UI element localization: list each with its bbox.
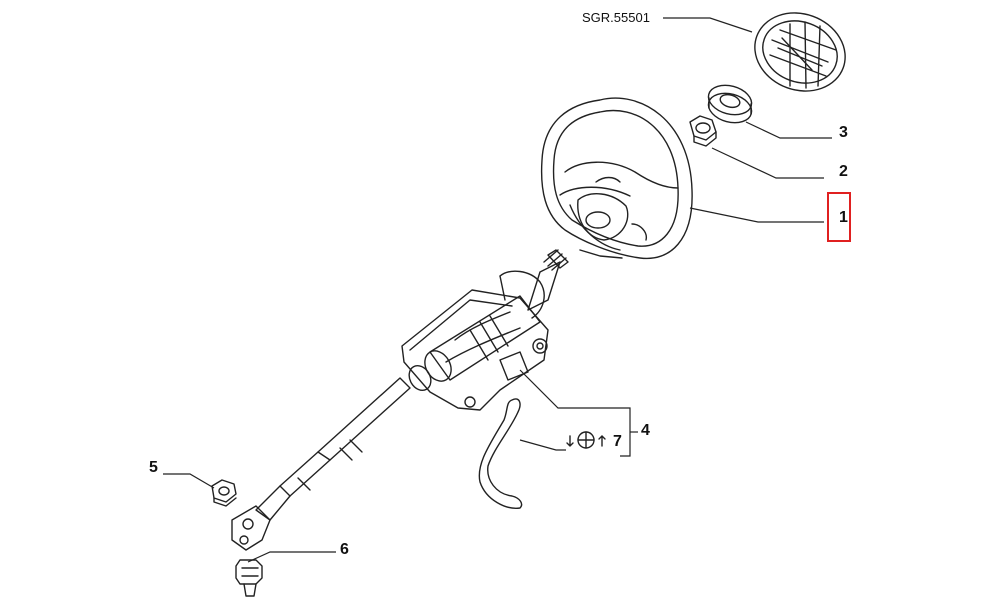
- reference-code-label: SGR.55501: [582, 10, 650, 25]
- column-nut-part[interactable]: [211, 479, 237, 507]
- cap-part[interactable]: [705, 81, 755, 127]
- bolt-part[interactable]: [235, 559, 263, 597]
- wheel-nut-part[interactable]: [689, 115, 717, 147]
- callout-6[interactable]: 6: [340, 541, 349, 558]
- leader-lines: [163, 17, 832, 563]
- callout-7[interactable]: 7: [613, 433, 622, 450]
- selected-callout-highlight: [827, 192, 851, 242]
- callout-5[interactable]: 5: [149, 459, 158, 476]
- adjustment-symbol-icon: [566, 431, 606, 449]
- callout-3[interactable]: 3: [839, 124, 848, 141]
- steering-column-part[interactable]: [231, 249, 569, 551]
- callout-2[interactable]: 2: [839, 163, 848, 180]
- steering-wheel-part[interactable]: [540, 97, 693, 260]
- horn-cover-part[interactable]: [744, 1, 856, 104]
- adjustment-lever-part[interactable]: [478, 398, 523, 509]
- callout-1[interactable]: 1: [839, 209, 848, 226]
- callout-4[interactable]: 4: [641, 422, 650, 439]
